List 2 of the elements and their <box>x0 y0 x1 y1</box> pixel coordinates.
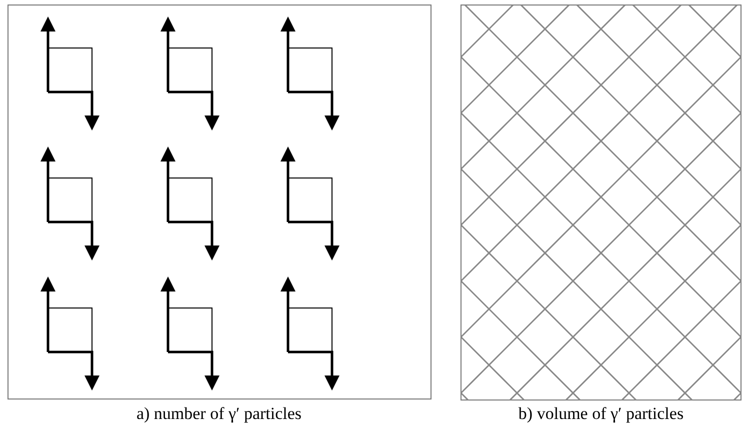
figure-caption: a) number of γ′ particles <box>136 404 302 424</box>
figure-caption: b) volume of γ′ particles <box>518 404 684 424</box>
